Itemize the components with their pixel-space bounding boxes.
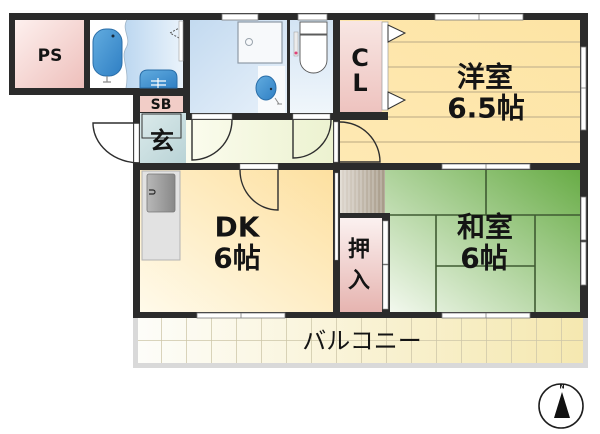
entrance-label: 玄 [150,127,174,155]
closet-sliding-door[interactable] [381,21,389,111]
toilet-door-frame [292,113,331,120]
window-washroom [221,13,259,21]
oshiire-top-wall [340,213,390,218]
window-western-room-right [580,46,587,131]
pipe-space: PS [15,20,84,88]
wash-basin-icon [255,75,277,101]
storage-stripes [340,170,385,213]
washroom [190,20,287,113]
western-room-door-frame [333,121,339,163]
corridor [186,113,339,163]
closet-door-arrow-icon [387,24,407,43]
storage-space [340,170,385,213]
western-room-name: 洋室 [457,61,513,94]
western-room-size: 6.5帖 [447,92,525,125]
dining-kitchen-name: DK [215,211,261,244]
japanese-room-name: 和室 [457,211,513,244]
shower-drain-icon [245,38,253,46]
window-toilet [297,13,328,21]
washroom-door-swing [191,119,233,161]
north-arrow-icon [554,392,570,418]
toilet-room [290,20,333,113]
oshiire-label-top: 押 [348,237,370,263]
kitchen-faucet-icon [149,189,156,195]
shoe-box: SB [140,96,183,113]
bathroom [90,19,184,89]
dk-door-swing [239,169,279,211]
dk-side-opening [334,172,339,261]
windows [196,13,587,319]
balcony-label: バルコニー [302,327,422,355]
toilet-tank-icon [299,21,328,35]
pipe-space-floor [15,20,84,88]
window-japanese-room-right-lower [580,241,587,286]
closet-bottom-wall [333,112,388,120]
washer-pan-mark [151,78,166,88]
japanese-room-size: 6帖 [460,242,507,275]
balcony: バルコニー [133,318,588,368]
bathtub-faucet-icon [103,76,111,83]
balcony-grid [138,318,583,363]
toilet-control-panel-icon [293,31,299,57]
entrance-step-outline [141,113,182,139]
entrance-threshold [133,122,140,164]
toilet-bowl-icon [299,34,328,74]
bathtub-drain-icon [111,34,115,38]
wash-basin-drain-icon [269,87,273,91]
dining-kitchen-size: 6帖 [213,242,260,275]
window-japanese-room-right-upper [580,196,587,241]
washroom-door-frame [191,113,233,120]
compass-north-label: N [559,384,564,391]
japanese-room: 和室 6帖 [385,170,580,312]
north-compass: N [538,383,584,429]
shoe-box-area [140,96,183,112]
closet-label-bottom: L [352,69,367,97]
pipe-space-label: PS [38,46,63,66]
bathroom-divider-line [123,19,129,89]
bath-folding-door [178,20,184,62]
toilet-door-swing [292,119,332,159]
closet-floor [340,21,382,112]
closet: C L [333,21,407,120]
oshiire-sliding-door[interactable] [382,220,389,265]
kitchen-sink-icon [146,173,176,213]
oshiire: 押 入 [340,213,390,312]
toilet-control-button-icon [294,51,298,55]
entrance-door-swing [92,122,141,164]
bath-door-swing-icon [168,26,182,40]
closet-door-arrow-icon [387,91,407,110]
entrance: 玄 [92,113,186,164]
oshiire-floor [340,218,382,312]
oshiire-sliding-door[interactable] [382,264,389,310]
oshiire-label-bottom: 入 [348,269,370,294]
shoe-box-label: SB [151,97,172,113]
wash-basin-faucet-icon [274,97,282,105]
dining-kitchen: DK 6帖 [140,163,339,312]
shower-unit [237,21,283,64]
bathtub-icon [92,28,123,77]
japanese-room-floor [385,170,580,312]
dk-door-frame [239,163,279,170]
western-room-door-swing [339,121,381,163]
closet-label-top: C [351,44,369,72]
